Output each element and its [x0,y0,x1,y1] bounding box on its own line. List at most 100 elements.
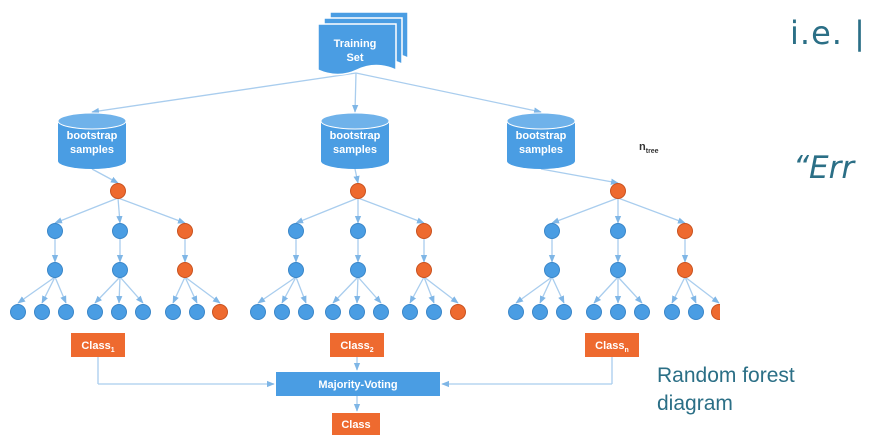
tree-2-branch-2-node [350,223,366,239]
edge-tree-1-root-to-branch-1 [54,197,119,224]
training-set-label-line2: Set [346,52,363,64]
final-class-box: Class [332,413,380,435]
tree-1-leaf-2-2-node [111,304,127,320]
edge-training-to-bootstrap-3 [355,72,542,114]
tree-2-leaf-1-3-node [298,304,314,320]
edge-tree-2-l2-1-to-leaf-3 [295,276,307,304]
edge-tree-1-root-to-branch-3 [117,197,186,224]
slide-text-line2: “Err [793,150,855,186]
tree-2-leaf-3-3-node [450,304,466,320]
caption-line2: diagram [657,392,733,415]
tree-3-leaf-1-2-node [532,304,548,320]
tree-3-leaf-1-3-node [556,304,572,320]
edge-tree-2-l2-3-to-leaf-3 [423,276,459,304]
tree-3-leaf-1-1-node [508,304,524,320]
tree-3-branch-1-node [544,223,560,239]
tree-2-leaf-3-1-node [402,304,418,320]
edge-tree-3-l2-3-to-leaf-1 [671,276,686,304]
tree-1-branch-1-node [47,223,63,239]
tree-3-leaf-3-3-node [711,304,720,320]
svg-text:Class2: Class2 [340,340,373,354]
tree-3-branch-2-node [610,223,626,239]
training-set-icon: Training Set [317,11,409,76]
svg-text:Classn: Classn [595,340,629,354]
tree-1-branch-3-node [177,223,193,239]
tree-3-leaf-3-1-node [664,304,680,320]
tree-3-level2-3-node [677,262,693,278]
class-2-base: Class [340,340,369,352]
edge-tree-2-l2-1-to-leaf-1 [257,276,297,304]
tree-2-branch-1-node [288,223,304,239]
edge-tree-3-l2-1-to-leaf-1 [515,276,553,304]
edge-tree-1-l2-3-to-leaf-3 [184,276,221,304]
final-class-label: Class [341,419,370,431]
diagram-connectors [17,72,720,412]
tree-1-leaf-3-2-node [189,304,205,320]
tree-1-leaf-1-3-node [58,304,74,320]
slide-text-line1: i.e. | [790,14,866,52]
edge-tree-1-l2-3-to-leaf-1 [172,276,186,304]
tree-1-level2-1-node [47,262,63,278]
edge-tree-2-l2-2-to-leaf-2 [354,276,361,304]
training-set-label-line1: Training [334,38,377,50]
edge-tree-3-l2-1-to-leaf-3 [551,276,565,304]
edge-tree-2-l2-3-to-leaf-1 [409,276,425,304]
edge-tree-2-l2-1-to-leaf-2 [281,276,297,304]
caption-line1: Random forest [657,364,795,387]
tree-2-leaf-2-2-node [349,304,365,320]
class-n-sub: n [625,347,629,354]
edge-tree-1-l2-2-to-leaf-1 [94,276,121,304]
tree-1-branch-2-node [112,223,128,239]
edge-bootstrap-to-root-3 [540,168,619,185]
class-2-sub: 2 [370,347,374,354]
bootstrap-label-line2-3: samples [519,144,563,156]
tree-1-leaf-2-1-node [87,304,103,320]
edge-bootstrap-to-root-1 [91,168,119,184]
bootstrap-label-line1-1: bootstrap [67,130,118,142]
majority-voting-box: Majority-Voting [276,372,440,396]
tree-3-level2-2-node [610,262,626,278]
tree-3-leaf-3-2-node [688,304,704,320]
tree-3-branch-3-node [677,223,693,239]
edge-tree-3-l2-3-to-leaf-2 [684,276,697,304]
tree-1-leaf-3-1-node [165,304,181,320]
edge-training-to-bootstrap-2 [352,72,359,113]
edge-tree-3-l2-2-to-leaf-1 [593,276,619,304]
bootstrap-label-line2-1: samples [70,144,114,156]
tree-2-level2-1-node [288,262,304,278]
tree-2-leaf-1-2-node [274,304,290,320]
tree-3-leaf-2-1-node [586,304,602,320]
edge-tree-2-l2-2-to-leaf-3 [357,276,382,304]
tree-3-level2-1-node [544,262,560,278]
class-box-1: Class1 [71,333,125,357]
class-1-sub: 1 [111,347,115,354]
edge-tree-1-root-to-branch-2 [116,197,123,224]
tree-3-root-node [610,183,626,199]
tree-2-root-node [350,183,366,199]
edge-tree-1-l2-1-to-leaf-1 [17,276,56,304]
bootstrap-label-line1-3: bootstrap [516,130,567,142]
tree-1-root-node [110,183,126,199]
edge-tree-2-root-to-branch-3 [357,197,425,224]
edge-tree-1-l2-2-to-leaf-2 [116,276,123,304]
class-box-n: Classn [585,333,639,357]
edge-tree-2-l2-3-to-leaf-2 [423,276,435,304]
edge-tree-3-l2-3-to-leaf-3 [684,276,720,304]
edge-tree-1-l2-1-to-leaf-3 [54,276,67,304]
edge-tree-3-root-to-branch-3 [617,197,686,224]
svg-text:Class1: Class1 [81,340,114,354]
tree-1-leaf-1-2-node [34,304,50,320]
tree-3-leaf-2-3-node [634,304,650,320]
ntree-label-sub: tree [646,148,659,155]
diagram-caption: Random forest diagram [657,362,795,418]
edge-tree-1-l2-2-to-leaf-3 [119,276,144,304]
bootstrap-samples-cylinder-3: bootstrap samples [506,112,576,169]
tree-2-level2-3-node [416,262,432,278]
bootstrap-label-line1-2: bootstrap [330,130,381,142]
edge-tree-1-l2-1-to-leaf-2 [41,276,56,304]
tree-2-level2-2-node [350,262,366,278]
edge-tree-3-root-to-branch-1 [551,197,619,224]
majority-voting-label: Majority-Voting [318,379,397,391]
tree-1-level2-3-node [177,262,193,278]
